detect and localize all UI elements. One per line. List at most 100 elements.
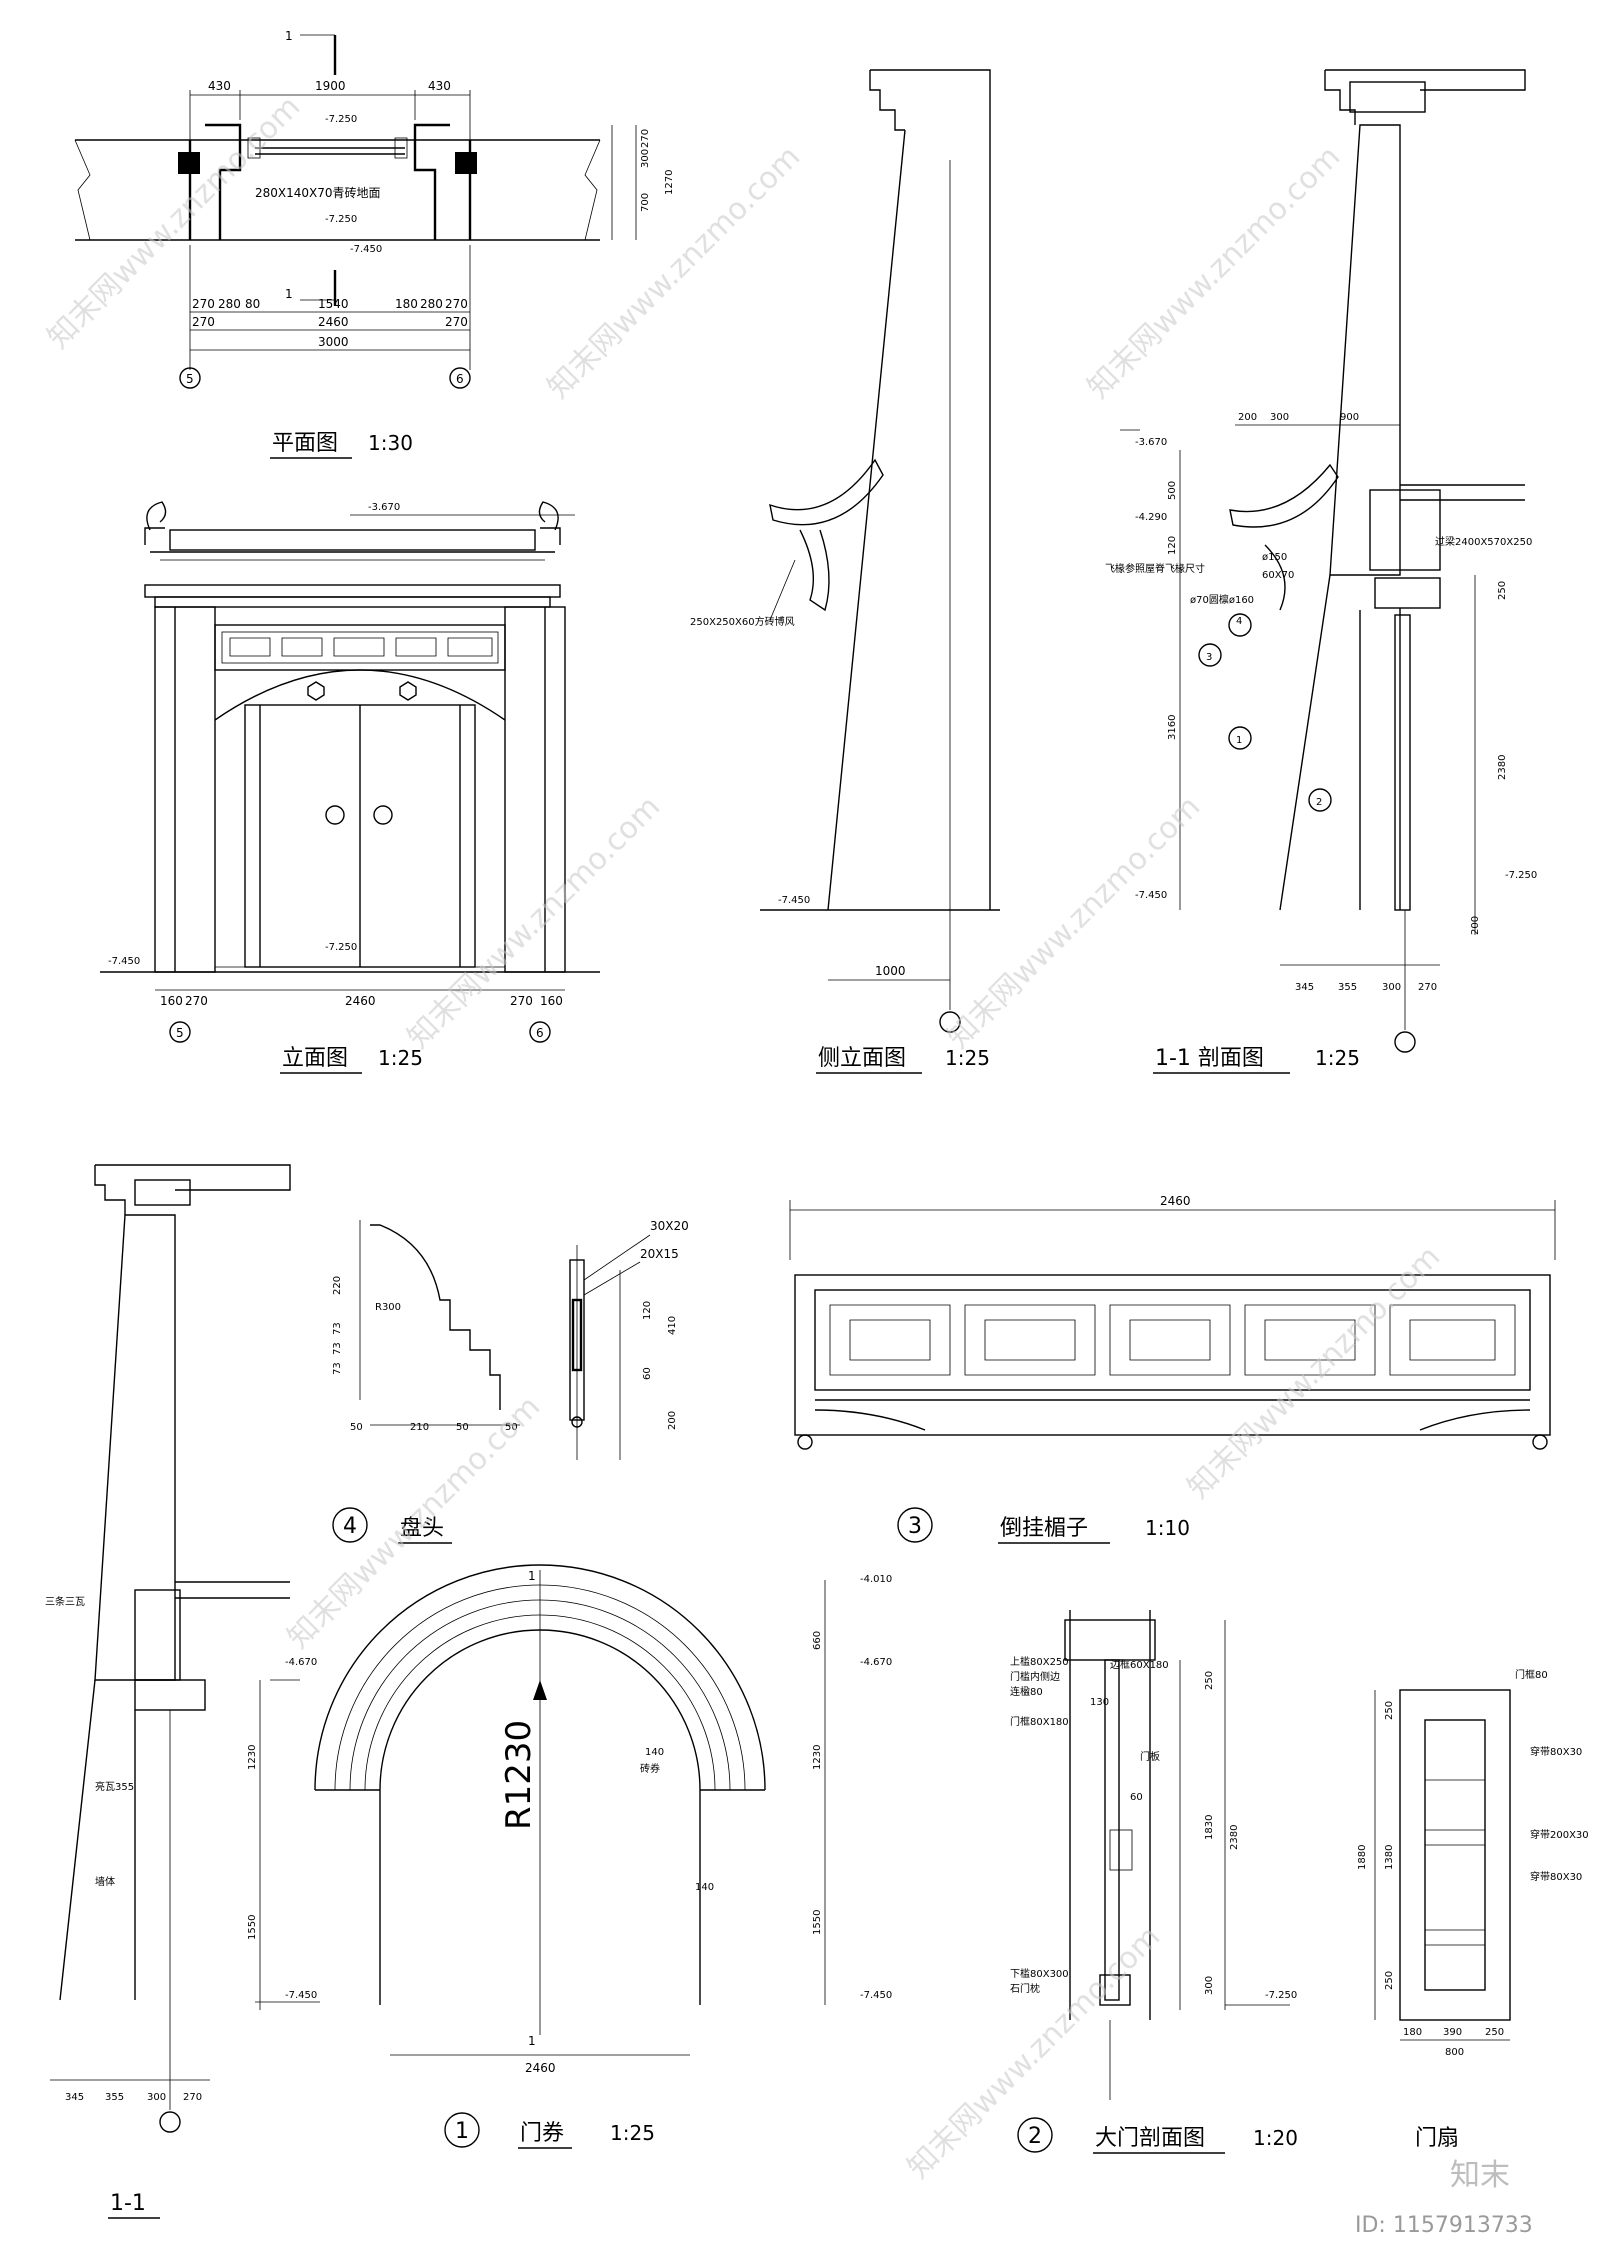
sec-bd-3: 300: [1382, 982, 1401, 993]
dl-h2: 390: [1443, 2027, 1462, 2038]
dl-v1: 250: [1384, 1701, 1395, 1720]
wm-1: 知末网www.znzmo.com: [41, 89, 307, 355]
plan-bd2-1: 270: [192, 315, 215, 329]
sec-note-5: ø70圆檩ø160: [1190, 593, 1254, 606]
d1-scale: 1:25: [610, 2121, 655, 2145]
plan-bd2-3: 270: [445, 315, 468, 329]
dl-h1: 180: [1403, 2027, 1422, 2038]
image-id: ID: 1157913733: [1355, 2213, 1533, 2238]
detail-1-arch: R1230 140 砖券 140 1 1 2460 660 1230 1550 …: [314, 1564, 892, 2149]
d3-num: 3: [908, 1514, 922, 1539]
plan-material: 280X140X70青砖地面: [255, 185, 381, 200]
sec-ref-2: 3: [1206, 652, 1212, 663]
side-scale: 1:25: [945, 1046, 990, 1070]
d2-note-5: 边框60X180: [1110, 1658, 1169, 1671]
elev-axis-6: 6: [536, 1026, 544, 1040]
dl-title: 门扇: [1415, 2126, 1459, 2151]
d1-sec-top: 1: [528, 1569, 536, 1583]
sec-ref-4: 2: [1316, 797, 1322, 808]
plan-bd-2: 280: [218, 297, 241, 311]
d1-lv-3: -7.450: [860, 1990, 892, 2001]
elev-dim-2: 270: [185, 994, 208, 1008]
secb-dim-1: 1230: [247, 1745, 258, 1770]
plan-top-dim-3: 430: [428, 79, 451, 93]
sec-bd-2: 355: [1338, 982, 1357, 993]
side-level: -7.450: [778, 895, 810, 906]
dl-note-4: 穿带80X30: [1530, 1870, 1582, 1883]
detail-4-panhead: R300 220 73 73 73 50 210 50 50 30X20 20X…: [332, 1219, 689, 1544]
d4-size-1: 30X20: [650, 1219, 689, 1233]
elev-top-level: -3.670: [368, 502, 400, 513]
wm-4: 知末网www.znzmo.com: [401, 789, 667, 1055]
d1-width: 2460: [525, 2061, 556, 2075]
secb-bd-3: 300: [147, 2092, 166, 2103]
sec-td-3: 900: [1340, 412, 1359, 423]
secb-note-1: 三条三瓦: [45, 1595, 85, 1608]
d1-arc: 140: [645, 1747, 664, 1758]
secb-dim-2: 1550: [247, 1915, 258, 1940]
plan-bd-7: 270: [445, 297, 468, 311]
d2-note-8: 石门枕: [1010, 1982, 1040, 1995]
d4-v3: 73: [332, 1342, 343, 1355]
detail-3-hanging-frame: 2460 3 倒挂楣子 1:10: [789, 1194, 1556, 1544]
sec-ld-1: 500: [1167, 481, 1178, 500]
sec-rd-2: 2380: [1497, 755, 1508, 780]
d4-h1: 50: [350, 1422, 363, 1433]
dl-h4: 800: [1445, 2047, 1464, 2058]
d4-v1: 220: [332, 1276, 343, 1295]
dl-v2: 1380: [1384, 1845, 1395, 1870]
d1-dim-2: 1230: [812, 1745, 823, 1770]
d3-width: 2460: [1160, 1194, 1191, 1208]
secb-title: 1-1: [110, 2191, 146, 2216]
plan-bd-4: 1540: [318, 297, 349, 311]
plan-scale: 1:30: [368, 431, 413, 455]
d3-title: 倒挂楣子: [1000, 1516, 1088, 1541]
d1-lv-2: -4.670: [860, 1657, 892, 1668]
door-leaf: 250 1380 250 1880 门框80 穿带80X30 穿带200X30 …: [1357, 1668, 1589, 2151]
sec-level-3: -7.450: [1135, 890, 1167, 901]
dl-h3: 250: [1485, 2027, 1504, 2038]
plan-level-3: -7.450: [350, 244, 382, 255]
d2-title: 大门剖面图: [1095, 2126, 1205, 2151]
d2-num: 2: [1028, 2124, 1042, 2149]
d2-note-2: 门槛内侧边: [1010, 1670, 1060, 1683]
d4-p1: 410: [667, 1316, 678, 1335]
d4-title: 盘头: [400, 1516, 444, 1541]
side-width: 1000: [875, 964, 906, 978]
sec-ref-1: 4: [1236, 616, 1242, 627]
plan-axis-6: 6: [456, 372, 464, 386]
sec-ld-3: 3160: [1167, 715, 1178, 740]
plan-title: 平面图: [272, 431, 338, 456]
plan-level-1: -7.250: [325, 114, 357, 125]
d1-title: 门券: [520, 2121, 564, 2146]
sec-level-1: -3.670: [1135, 437, 1167, 448]
d4-radius: R300: [375, 1302, 401, 1313]
plan-view: 430 1900 430 1 1 -7.250 -7.250 -7.450 28…: [74, 29, 675, 459]
side-label: 250X250X60方砖博风: [690, 615, 795, 628]
plan-bd-5: 180: [395, 297, 418, 311]
d1-sec-bottom: 1: [528, 2034, 536, 2048]
elev-ground-level: -7.450: [108, 956, 140, 967]
secb-bd-1: 345: [65, 2092, 84, 2103]
elev-dim-3: 2460: [345, 994, 376, 1008]
d2-note-7: 下槛80X300: [1010, 1967, 1069, 1980]
d1-radius: R1230: [499, 1720, 539, 1830]
detail-2-door-section: 250 1830 300 2380 -7.250 上槛80X250 门槛内侧边 …: [1010, 1610, 1298, 2154]
dl-note-2: 穿带80X30: [1530, 1745, 1582, 1758]
d4-p4: 60: [642, 1367, 653, 1380]
dl-v3: 250: [1384, 1971, 1395, 1990]
d2-in-1: 250: [1204, 1671, 1215, 1690]
elev-dim-1: 160: [160, 994, 183, 1008]
secb-note-2: 亮瓦355: [95, 1780, 134, 1793]
plan-top-dim-2: 1900: [315, 79, 346, 93]
sec-rd-1: 250: [1497, 581, 1508, 600]
wm-5: 知末网www.znzmo.com: [941, 789, 1207, 1055]
side-title: 侧立面图: [818, 1046, 906, 1071]
lattice-pattern: [829, 1304, 1516, 1376]
section-1-1-detail: -4.670 1230 1550 -7.450 三条三瓦 亮瓦355 墙体 34…: [45, 1164, 320, 2219]
plan-rd-1: 270: [640, 129, 651, 148]
section-1-1: -3.670 -4.290 -7.450 -7.250 500 120 3160…: [1105, 69, 1537, 1074]
side-elevation: 250X250X60方砖博风 -7.450 1000 侧立面图 1:25: [690, 69, 1000, 1074]
d2-small-2: 60: [1130, 1792, 1143, 1803]
d4-h4: 50: [505, 1422, 518, 1433]
